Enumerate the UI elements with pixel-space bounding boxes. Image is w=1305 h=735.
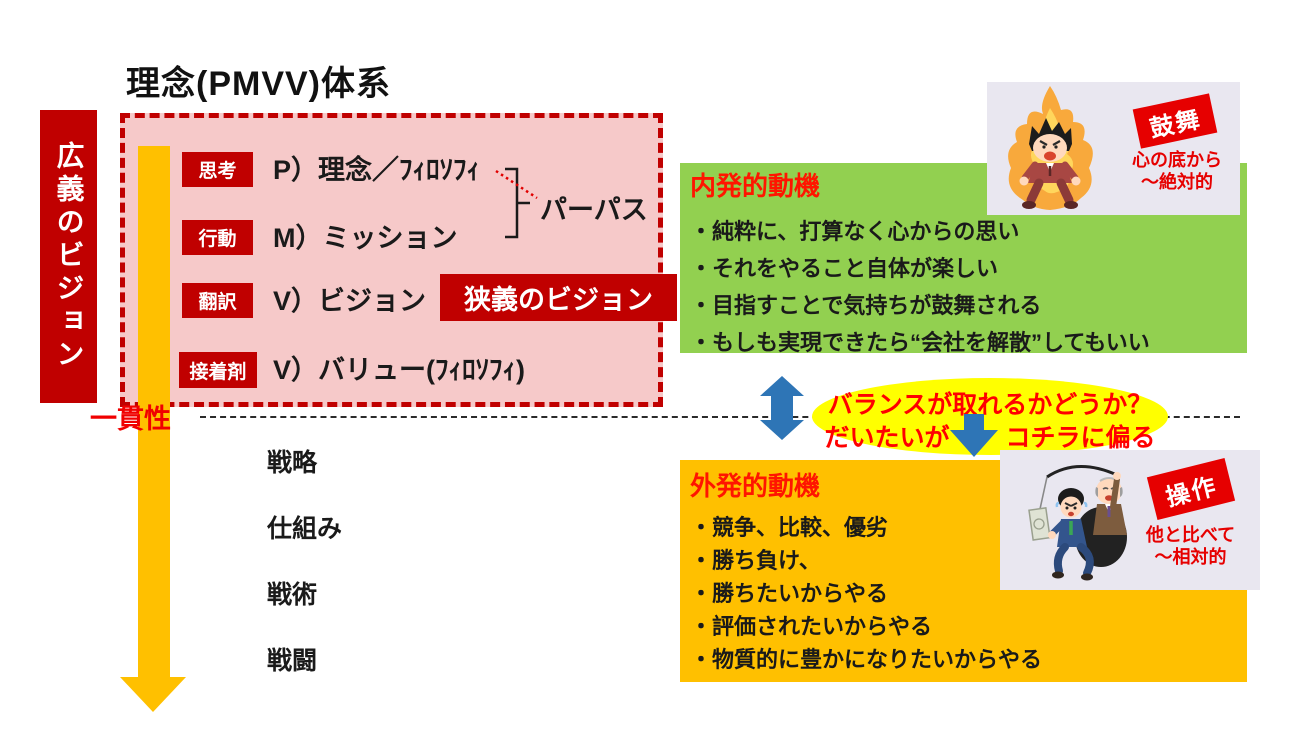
inspire-caption: 心の底から ～絶対的 — [1112, 149, 1242, 193]
broad-vision-bar: 広義のビジョン — [40, 110, 97, 403]
intrinsic-bullet-1: ・純粋に、打算なく心からの思い — [690, 219, 1020, 244]
extrinsic-bullet-2: ・勝ち負け、 — [690, 548, 821, 573]
balance-line2: だいたいが コチラに偏る — [812, 418, 1168, 454]
row-badge-adhesive: 接着剤 — [179, 352, 257, 388]
exec-level-tactics: 戦術 — [267, 581, 318, 609]
row-label-mission: M）ミッション — [273, 223, 458, 253]
row-badge-translation: 翻訳 — [182, 283, 253, 318]
manipulate-caption: 他と比べて ～相対的 — [1128, 524, 1253, 568]
down-arrow-icon — [950, 414, 998, 457]
balance-line2-prefix: だいたいが — [824, 424, 950, 452]
row-badge-action: 行動 — [182, 220, 253, 255]
extrinsic-title: 外発的動機 — [690, 471, 821, 501]
exec-level-strategy: 戦略 — [267, 449, 318, 477]
carrot-dangling-illustration — [1028, 465, 1127, 581]
inspire-caption-line2: ～絶対的 — [1141, 172, 1213, 192]
intrinsic-title: 内発的動機 — [690, 171, 821, 201]
exec-level-system: 仕組み — [267, 515, 343, 543]
broad-vision-label: 広義のビジョン — [53, 141, 85, 372]
row-label-philosophy: P）理念／ﾌｨﾛｿﾌｨ — [273, 155, 481, 185]
extrinsic-bullets: ・競争、比較、優劣 ・勝ち負け、 ・勝ちたいからやる ・評価されたいからやる ・… — [690, 511, 1042, 676]
purpose-label: パーパス — [540, 195, 648, 225]
inspire-caption-line1: 心の底から — [1132, 150, 1222, 170]
manipulate-caption-line2: ～相対的 — [1154, 547, 1227, 567]
consistency-label: 一貫性 — [90, 404, 171, 434]
narrow-vision-tag: 狭義のビジョン — [440, 274, 677, 321]
row-label-value: V）バリュー(ﾌｨﾛｿﾌｨ) — [273, 355, 525, 385]
manipulate-caption-line1: 他と比べて — [1145, 525, 1236, 545]
balance-balloon: バランスが取れるかどうか？ だいたいが コチラに偏る — [812, 378, 1168, 455]
balance-line2-suffix: コチラに偏る — [1005, 424, 1156, 452]
extrinsic-bullet-5: ・物質的に豊かになりたいからやる — [690, 647, 1043, 672]
extrinsic-bullet-1: ・競争、比較、優劣 — [690, 515, 889, 540]
dashed-divider-line — [200, 416, 1240, 418]
row-badge-thinking: 思考 — [182, 152, 253, 187]
extrinsic-bullet-3: ・勝ちたいからやる — [690, 581, 889, 606]
intrinsic-bullets: ・純粋に、打算なく心からの思い ・それをやること自体が楽しい ・目指すことで気持… — [690, 213, 1150, 361]
intrinsic-bullet-3: ・目指すことで気持ちが鼓舞される — [690, 293, 1042, 318]
intrinsic-bullet-4: ・もしも実現できたら“会社を解散”してもいい — [690, 330, 1150, 355]
page-title: 理念(PMVV)体系 — [126, 65, 391, 103]
extrinsic-bullet-4: ・評価されたいからやる — [690, 614, 933, 639]
burning-man-illustration — [1008, 86, 1093, 210]
exec-level-combat: 戦闘 — [267, 647, 318, 675]
up-down-arrow-icon — [760, 376, 804, 440]
consistency-flow-arrow-icon — [120, 146, 186, 712]
purpose-bracket-icon — [495, 167, 538, 239]
balance-line1: バランスが取れるかどうか？ — [827, 391, 1153, 419]
row-label-vision: V）ビジョン — [273, 286, 427, 316]
intrinsic-bullet-2: ・それをやること自体が楽しい — [690, 256, 999, 281]
